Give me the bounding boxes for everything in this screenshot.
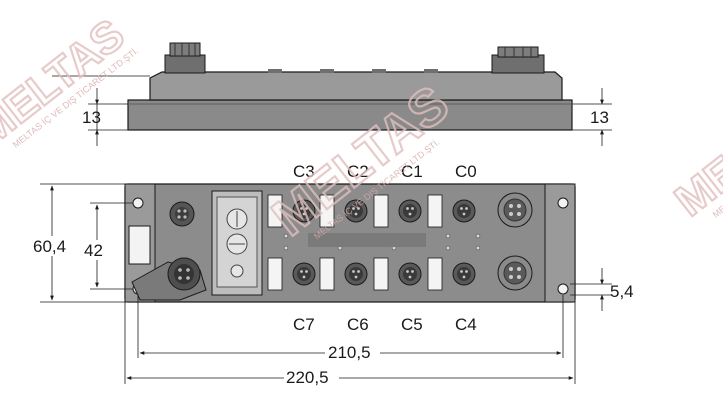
mount-hole-bottom-right <box>557 283 569 295</box>
mount-hole-top-left <box>132 197 144 209</box>
dim-side-right: 13 <box>590 108 609 127</box>
power-connector-bottom <box>497 255 533 291</box>
label-slot-c5 <box>373 257 389 291</box>
side-view: 13 13 <box>52 42 612 146</box>
status-led <box>475 233 481 239</box>
status-led <box>475 245 481 251</box>
side-connector-left <box>164 42 206 74</box>
bus-connector-upper <box>169 201 195 227</box>
port-c5 <box>398 262 422 286</box>
channel-label-c6: C6 <box>347 315 369 334</box>
rotary-switch-panel <box>211 190 263 296</box>
port-c2 <box>344 199 368 223</box>
channel-label-c2: C2 <box>347 162 369 181</box>
dim-hole-spacing: 42 <box>84 241 103 260</box>
channel-label-c7: C7 <box>293 315 315 334</box>
brand-strip <box>308 233 426 247</box>
dim-hole-offset: 5,4 <box>610 282 634 301</box>
watermark-text-right: MELTAS <box>666 80 723 226</box>
dim-front-height: 60,4 <box>33 237 66 256</box>
channel-label-c3: C3 <box>293 162 315 181</box>
status-led <box>283 245 289 251</box>
port-c1 <box>398 199 422 223</box>
port-c4 <box>452 262 476 286</box>
label-slot-c7 <box>267 257 283 291</box>
side-body <box>149 71 563 101</box>
side-connector-right <box>491 46 545 74</box>
channel-label-c1: C1 <box>401 162 423 181</box>
port-c3 <box>292 199 316 223</box>
status-led <box>445 233 451 239</box>
channel-ports <box>267 194 481 291</box>
label-slot-c3 <box>267 194 283 228</box>
status-led <box>283 233 289 239</box>
channel-label-c0: C0 <box>455 162 477 181</box>
channel-label-c4: C4 <box>455 315 477 334</box>
label-window <box>128 225 151 265</box>
dim-hole-distance: 210,5 <box>328 343 371 362</box>
label-slot-c6 <box>319 257 335 291</box>
port-c6 <box>344 262 368 286</box>
channel-label-c5: C5 <box>401 315 423 334</box>
label-slot-c0 <box>427 194 443 228</box>
label-slot-c4 <box>427 257 443 291</box>
port-c0 <box>452 199 476 223</box>
port-c7 <box>292 262 316 286</box>
dim-total-length: 220,5 <box>286 368 329 387</box>
side-base <box>127 99 573 131</box>
power-connector-top <box>497 192 533 228</box>
mount-hole-top-right <box>557 197 569 209</box>
bus-connector-lower <box>131 257 207 301</box>
label-slot-c2 <box>319 194 335 228</box>
label-slot-c1 <box>373 194 389 228</box>
status-led <box>445 245 451 251</box>
dim-side-left: 13 <box>82 108 101 127</box>
